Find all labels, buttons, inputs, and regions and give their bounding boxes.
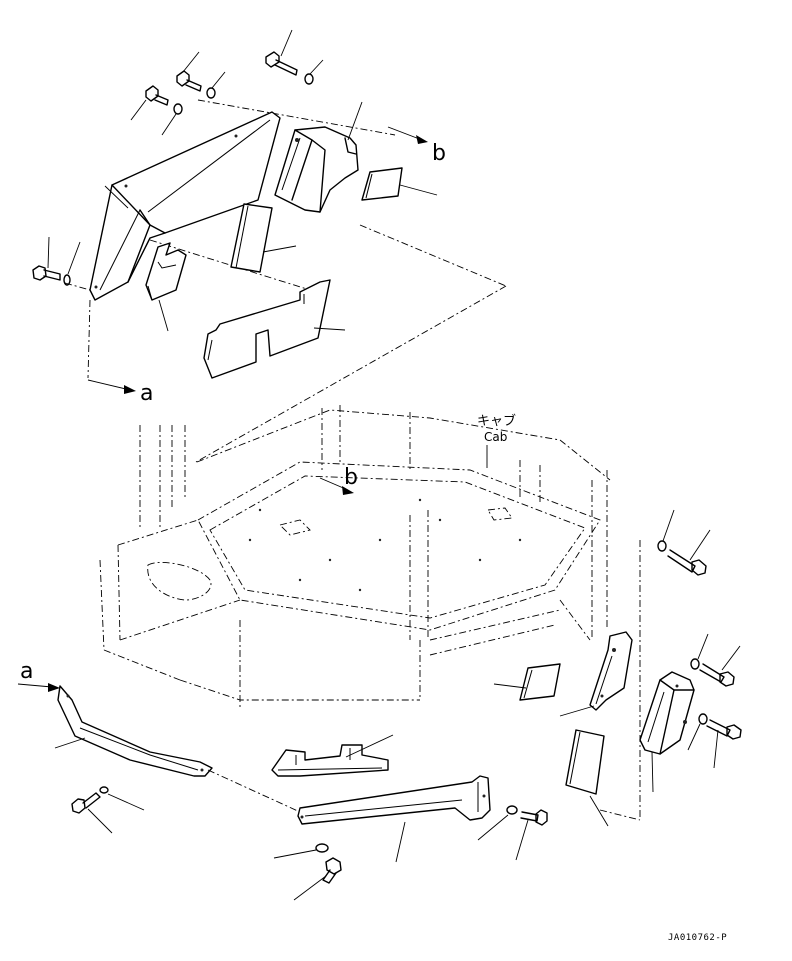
cab-label-japanese: キャブ — [477, 413, 516, 429]
bolt-lower-center — [293, 857, 342, 901]
floor-features — [147, 498, 522, 601]
view-label-a-upper: a — [140, 381, 153, 406]
washer-right-upper — [657, 509, 675, 552]
ribbed-bracket — [271, 734, 394, 777]
view-arrow-b-upper: b — [387, 126, 446, 166]
pad-small-right — [361, 167, 438, 201]
bolt-right-upper — [667, 529, 711, 576]
cover-plate-notched — [203, 279, 346, 379]
bolt-right-low — [706, 719, 742, 769]
washer-right-low — [687, 713, 708, 751]
bolt-lower-right — [515, 809, 548, 861]
view-arrow-a-lower: a — [17, 659, 60, 692]
washer-lower-center — [273, 843, 329, 859]
washer-right-mid — [690, 633, 709, 670]
bolt-upper-1 — [265, 29, 298, 76]
cab-label: キャブ Cab — [477, 413, 516, 468]
bracket-triangular-right — [639, 671, 695, 793]
view-arrow-b-lower: b — [319, 465, 358, 495]
view-label-b-lower: b — [344, 465, 358, 490]
side-cover-long — [89, 111, 281, 301]
tapered-box-cover — [274, 101, 363, 213]
washer-upper-2 — [206, 71, 226, 99]
washer-lower-left — [99, 786, 145, 811]
view-label-a-lower: a — [20, 659, 33, 684]
bracket-plate-right — [559, 631, 633, 717]
cab-label-english: Cab — [484, 430, 507, 444]
phantom-right — [599, 540, 641, 821]
bolt-right-mid — [699, 645, 741, 687]
drawing-code: JA010762-P — [668, 933, 727, 943]
view-arrow-a-upper: a — [87, 379, 153, 406]
bolt-upper-3 — [130, 85, 169, 121]
cab-frame-phantom — [99, 405, 611, 710]
bolt-left-upper — [32, 236, 61, 281]
washer-left-upper — [63, 241, 81, 286]
pad-right-small — [493, 663, 561, 701]
view-label-b-upper: b — [432, 141, 446, 166]
support-beam — [297, 775, 491, 863]
washer-lower-right — [477, 805, 518, 841]
bolt-lower-left — [71, 792, 113, 834]
pad-long-center — [230, 203, 297, 273]
bolt-upper-2 — [176, 51, 202, 92]
washer-upper-1 — [304, 59, 324, 85]
front-rail-curved — [54, 685, 301, 813]
small-bracket-block — [145, 242, 187, 332]
washer-upper-3 — [161, 103, 183, 136]
pad-right-long — [565, 729, 609, 827]
